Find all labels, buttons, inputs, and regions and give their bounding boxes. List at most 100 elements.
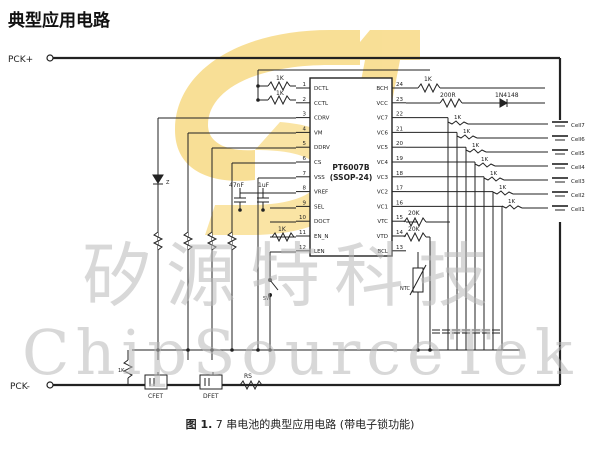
chip-left-pins: 1DCTL2CCTL3CDRV4VM5DDRV6CS7VSS8VREF9SEL1… — [296, 82, 330, 255]
pin-number: 6 — [303, 156, 307, 162]
pin-number: 21 — [396, 126, 403, 132]
pin-number: 23 — [396, 97, 403, 103]
pin-name: LEN — [314, 249, 325, 255]
pin-name: CCTL — [314, 101, 329, 107]
cell-resistor-label: 1K — [472, 143, 479, 149]
pin-name: DDRV — [314, 145, 330, 151]
cell-resistor — [474, 162, 496, 168]
chip-name: PT6007B — [332, 163, 369, 172]
cell-label: Cell4 — [571, 165, 585, 171]
pin-name: VC5 — [377, 145, 389, 151]
cell-resistor — [465, 148, 487, 154]
pin-number: 10 — [299, 215, 306, 221]
pck-plus-label: PCK+ — [8, 55, 33, 65]
cfet — [144, 372, 168, 390]
chip-body — [309, 77, 393, 257]
diode-label: 1N4148 — [495, 92, 519, 99]
cell-resistor — [492, 190, 514, 196]
r-en-label: 1K — [278, 226, 287, 233]
junction-dot — [186, 348, 190, 352]
zener-label: Z — [166, 180, 170, 186]
gate-resistor — [226, 231, 238, 251]
pin-name: CS — [314, 160, 322, 166]
figure-label: 图 1. — [185, 418, 213, 431]
cell-label: Cell5 — [571, 151, 585, 157]
pin-number: 14 — [396, 230, 403, 236]
r-dctl-label: 1K — [276, 75, 285, 82]
pin-number: 9 — [303, 200, 307, 206]
watermark-en: ChipSourceTek — [22, 316, 579, 389]
chip-right-pins: 24BCH23VCC22VC721VC620VC519VC418VC317VC2… — [376, 82, 406, 255]
pck-minus-resistor — [122, 350, 134, 385]
en-resistor — [271, 231, 295, 243]
pin-name: VCC — [377, 101, 389, 107]
pin-number: 4 — [303, 126, 307, 132]
c-vref-label: 47nF — [229, 182, 244, 189]
r-vcc-label: 200R — [440, 92, 456, 99]
bch-vcc-network — [406, 82, 545, 109]
gate-resistor — [206, 231, 218, 251]
junction-dot — [256, 348, 260, 352]
figure-caption: 图 1. 7 串电池的典型应用电路 (带电子锁功能) — [0, 416, 600, 432]
cell-resistor — [456, 134, 478, 140]
pin-number: 19 — [396, 156, 403, 162]
cell-resistor — [501, 204, 523, 210]
pck-minus-rail — [46, 222, 562, 389]
pin-number: 20 — [396, 141, 403, 147]
section-heading: 典型应用电路 — [8, 11, 110, 31]
pin-number: 1 — [303, 82, 307, 88]
junction-dot — [416, 348, 420, 352]
watermark-cn: 矽源特科技 — [82, 235, 502, 317]
sense-resistor — [239, 379, 263, 391]
pin-name: VM — [314, 130, 323, 136]
gate-resistor — [182, 231, 194, 251]
vref-sel-caps — [234, 188, 269, 210]
cell-resistor-label: 1K — [454, 115, 461, 121]
r-bch-label: 1K — [424, 76, 433, 83]
dfet-label: DFET — [203, 393, 219, 400]
cell-resistor — [483, 176, 505, 182]
pin-number: 11 — [299, 230, 306, 236]
cell-label: Cell1 — [571, 207, 585, 213]
dfet — [199, 372, 223, 390]
switch-label: SW — [263, 296, 271, 302]
r-vtd-label: 20K — [408, 226, 421, 233]
junction-dot — [238, 208, 242, 212]
pin-number: 12 — [299, 245, 306, 251]
pin-name: VSS — [314, 175, 325, 181]
pin-name: DOCT — [314, 219, 330, 225]
pin-number: 7 — [303, 171, 307, 177]
circuit-schematic: PCK+ PCK- PT6007B (SSOP-24) 1DCTL2CCTL3C… — [8, 30, 585, 400]
pin-name: EN_N — [314, 234, 328, 240]
pin-number: 22 — [396, 112, 403, 118]
pin-name: CDRV — [314, 116, 330, 122]
junction-dot — [156, 348, 160, 352]
filter-capacitors — [432, 329, 500, 334]
pck-plus-rail — [46, 54, 562, 120]
pin-name: VC6 — [377, 130, 389, 136]
cell-label: Cell6 — [571, 137, 585, 143]
pin-number: 8 — [303, 186, 307, 192]
pin-number: 13 — [396, 245, 403, 251]
pin-name: VC3 — [377, 175, 389, 181]
r-cctl-label: 1K — [276, 90, 285, 97]
pin-number: 24 — [396, 82, 403, 88]
pin-name: BCH — [376, 86, 388, 92]
cell-resistor-label: 1K — [499, 185, 506, 191]
pin-number: 17 — [396, 186, 403, 192]
cell-label: Cell7 — [571, 123, 585, 129]
pin-name: SEL — [314, 204, 325, 210]
cell-resistor-label: 1K — [481, 157, 488, 163]
ntc-label: NTC — [400, 286, 411, 292]
cell-ladder: 1KCell71KCell61KCell51KCell41KCell31KCel… — [406, 115, 585, 350]
c-sel-label: 1uF — [258, 182, 270, 189]
cell-resistor-label: 1K — [508, 199, 515, 205]
pin-number: 16 — [396, 200, 403, 206]
pin-number: 3 — [303, 112, 307, 118]
pin-name: VC7 — [377, 116, 389, 122]
r-vtc-label: 20K — [408, 210, 421, 217]
pin-number: 2 — [303, 97, 307, 103]
junction-dot — [256, 84, 260, 88]
pin-name: VTD — [377, 234, 388, 240]
gate-resistor — [152, 231, 164, 251]
